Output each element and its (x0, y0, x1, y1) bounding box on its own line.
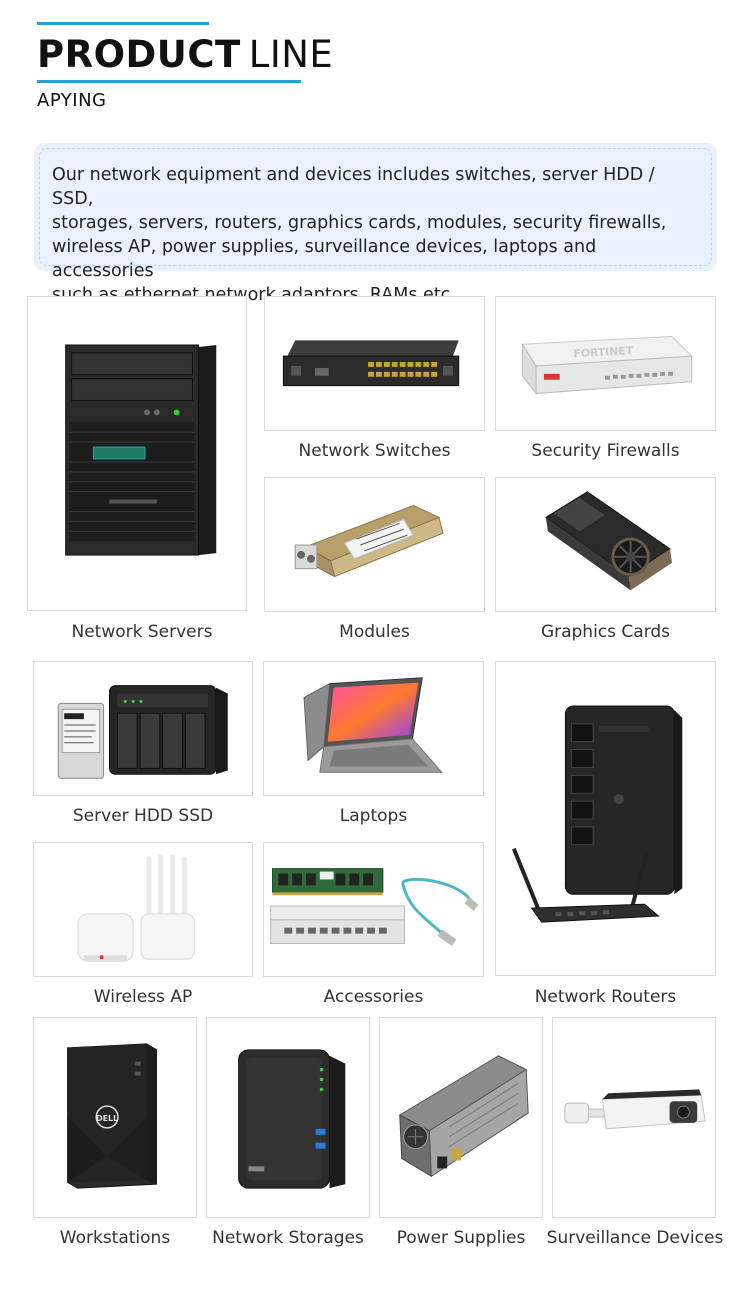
title-bold: PRODUCT (37, 33, 241, 76)
brand-name: APYING (37, 90, 107, 111)
intro-line: Our network equipment and devices includ… (52, 165, 655, 209)
caption-surveillance: Surveillance Devices (546, 1228, 724, 1248)
caption-laptops: Laptops (339, 806, 408, 826)
product-tile-switches[interactable] (264, 296, 485, 431)
product-tile-storages[interactable] (206, 1017, 370, 1218)
product-tile-firewalls[interactable]: FORTINET (495, 296, 716, 431)
product-tile-hdd[interactable] (33, 661, 253, 796)
caption-wireless: Wireless AP (93, 987, 193, 1007)
surveillance-camera-image (564, 1089, 706, 1130)
product-tile-graphics[interactable] (495, 477, 716, 612)
power-supply-image (398, 1055, 529, 1178)
nas-storage-image (238, 1049, 346, 1189)
product-tile-surveillance[interactable] (552, 1017, 716, 1218)
product-tile-routers[interactable] (495, 661, 716, 976)
sfp-module-image (294, 505, 444, 578)
caption-switches: Network Switches (298, 441, 451, 461)
server-tower-image (65, 344, 217, 556)
product-tile-wireless[interactable] (33, 842, 253, 977)
product-tile-power[interactable] (379, 1017, 543, 1218)
product-tile-servers[interactable] (27, 296, 247, 611)
intro-line: storages, servers, routers, graphics car… (52, 213, 667, 233)
caption-routers: Network Routers (534, 987, 677, 1007)
product-tile-modules[interactable] (264, 477, 485, 612)
header-top-line (37, 22, 209, 25)
router-image (512, 705, 683, 923)
product-tile-laptops[interactable] (263, 661, 484, 796)
caption-power: Power Supplies (396, 1228, 526, 1248)
caption-storages: Network Storages (212, 1228, 364, 1248)
caption-servers: Network Servers (71, 622, 213, 642)
caption-graphics: Graphics Cards (540, 622, 671, 642)
caption-accessories: Accessories (323, 987, 424, 1007)
intro-text: Our network equipment and devices includ… (39, 148, 712, 305)
firewall-appliance-image: FORTINET (521, 335, 693, 395)
caption-hdd: Server HDD SSD (72, 806, 214, 826)
accessories-image (270, 868, 479, 946)
header-bottom-line (37, 80, 301, 83)
hdd-nas-image (57, 685, 228, 779)
intro-box: Our network equipment and devices includ… (34, 143, 717, 305)
wireless-ap-image (77, 854, 195, 962)
workstation-image: DELL (67, 1043, 157, 1189)
caption-workstations: Workstations (59, 1228, 171, 1248)
intro-line: wireless AP, power supplies, surveillanc… (52, 237, 597, 281)
firewall-brand-text: FORTINET (573, 344, 634, 360)
laptop-image (303, 677, 444, 773)
caption-modules: Modules (339, 622, 410, 642)
title-light: LINE (248, 33, 334, 76)
network-switch-image (282, 340, 460, 387)
caption-firewalls: Security Firewalls (531, 441, 680, 461)
graphics-card-image (545, 491, 672, 591)
workstation-brand-text: DELL (96, 1114, 118, 1123)
product-tile-workstations[interactable]: DELL (33, 1017, 197, 1218)
product-tile-accessories[interactable] (263, 842, 484, 977)
